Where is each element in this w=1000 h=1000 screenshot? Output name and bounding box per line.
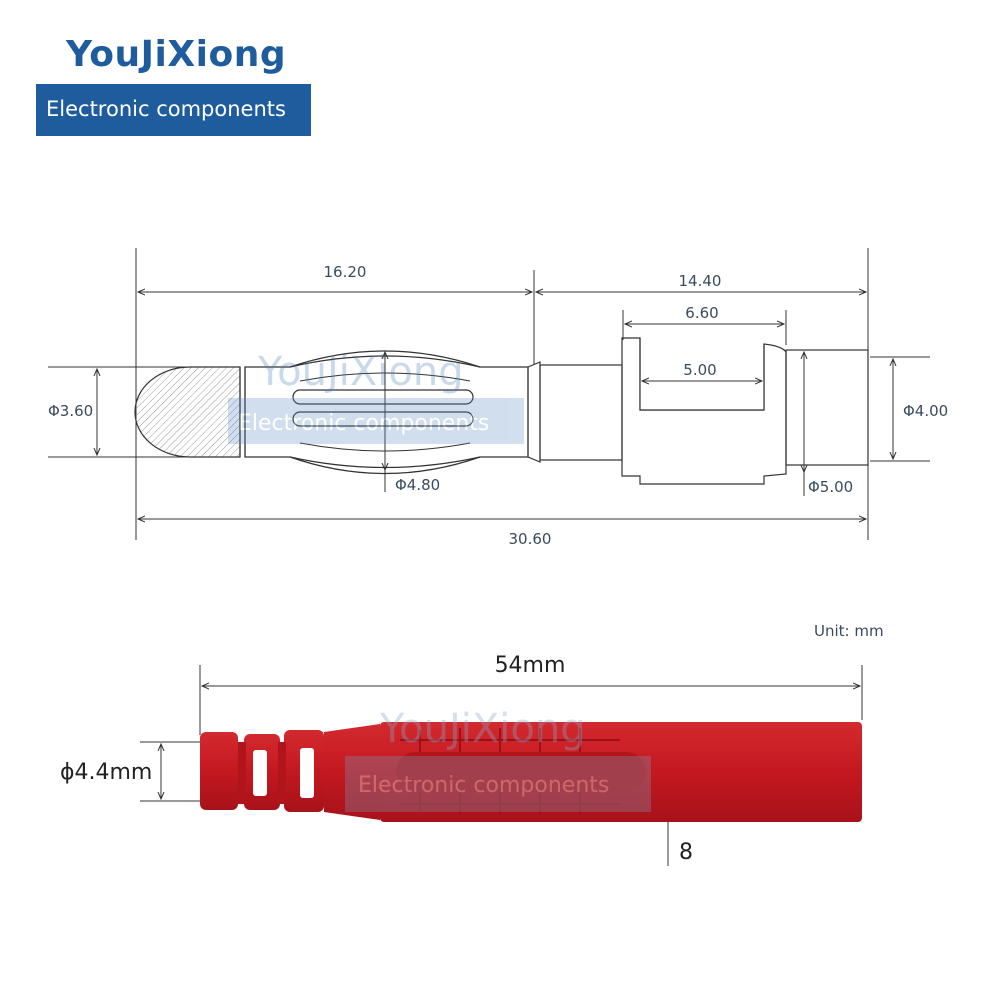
dim-slot-inner: 5.00: [683, 361, 716, 379]
watermark-top: YouJiXiong Electronic components: [228, 349, 524, 444]
dim-length-right: 14.40: [679, 272, 722, 290]
dim-cap-diameter: Φ5.00: [808, 478, 853, 496]
dim-body-diameter: Φ4.80: [395, 476, 440, 494]
svg-text:Electronic components: Electronic components: [238, 411, 489, 436]
svg-text:Electronic components: Electronic components: [358, 773, 609, 798]
red-insulating-sleeve: [200, 722, 862, 822]
top-dimensions: [48, 292, 930, 519]
dim-tip-diameter: Φ3.60: [48, 402, 93, 420]
dim-overall-length: 54mm: [495, 653, 566, 678]
dim-length-left: 16.20: [324, 263, 367, 281]
brand-subtitle: Electronic components: [46, 97, 286, 121]
dim-end-diameter: Φ4.00: [903, 402, 948, 420]
svg-text:YouJiXiong: YouJiXiong: [379, 706, 586, 752]
watermark-bottom: YouJiXiong Electronic components: [345, 706, 651, 812]
svg-text:YouJiXiong: YouJiXiong: [257, 349, 464, 395]
dim-sleeve-height: 8: [679, 840, 693, 865]
dim-slot-outer: 6.60: [685, 304, 718, 322]
unit-label: Unit: mm: [814, 622, 884, 640]
dim-total-length: 30.60: [509, 530, 552, 548]
dim-sleeve-diameter: ϕ4.4mm: [60, 760, 152, 785]
brand-title: YouJiXiong: [66, 34, 287, 75]
brand-subtitle-bar: Electronic components: [36, 84, 311, 136]
